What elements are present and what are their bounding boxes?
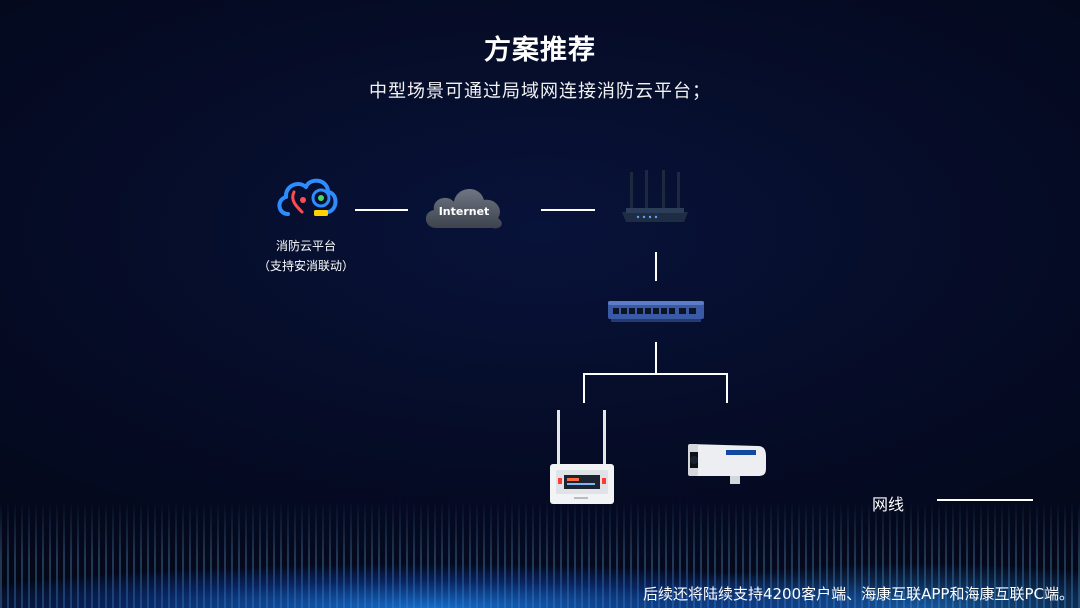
wireless-gateway-icon bbox=[546, 408, 616, 508]
cable-branch-horizontal bbox=[583, 373, 728, 375]
legend-cable-label: 网线 bbox=[872, 495, 905, 514]
bullet-camera-icon bbox=[686, 440, 768, 486]
internet-cloud-icon bbox=[422, 180, 506, 230]
legend-cable-line bbox=[937, 499, 1033, 501]
page-subtitle: 中型场景可通过局域网连接消防云平台； bbox=[369, 81, 711, 102]
cable-platform-internet bbox=[355, 209, 408, 211]
router-icon bbox=[618, 170, 692, 228]
cable-branch-right bbox=[726, 373, 728, 403]
cloud-platform-sublabel: （支持安消联动） bbox=[257, 259, 354, 273]
cable-switch-trunk bbox=[655, 342, 657, 374]
cable-internet-router bbox=[541, 209, 595, 211]
cable-branch-left bbox=[583, 373, 585, 403]
internet-label: Internet bbox=[438, 205, 490, 218]
footer-note: 后续还将陆续支持4200客户端、海康互联APP和海康互联PC端。 bbox=[642, 585, 1074, 603]
fire-cloud-platform-icon bbox=[274, 170, 340, 224]
network-switch-icon bbox=[607, 298, 705, 324]
cloud-platform-label: 消防云平台 bbox=[275, 239, 336, 253]
cable-router-switch bbox=[655, 252, 657, 281]
background-particle-wave bbox=[0, 500, 1080, 608]
page-title: 方案推荐 bbox=[484, 35, 596, 66]
